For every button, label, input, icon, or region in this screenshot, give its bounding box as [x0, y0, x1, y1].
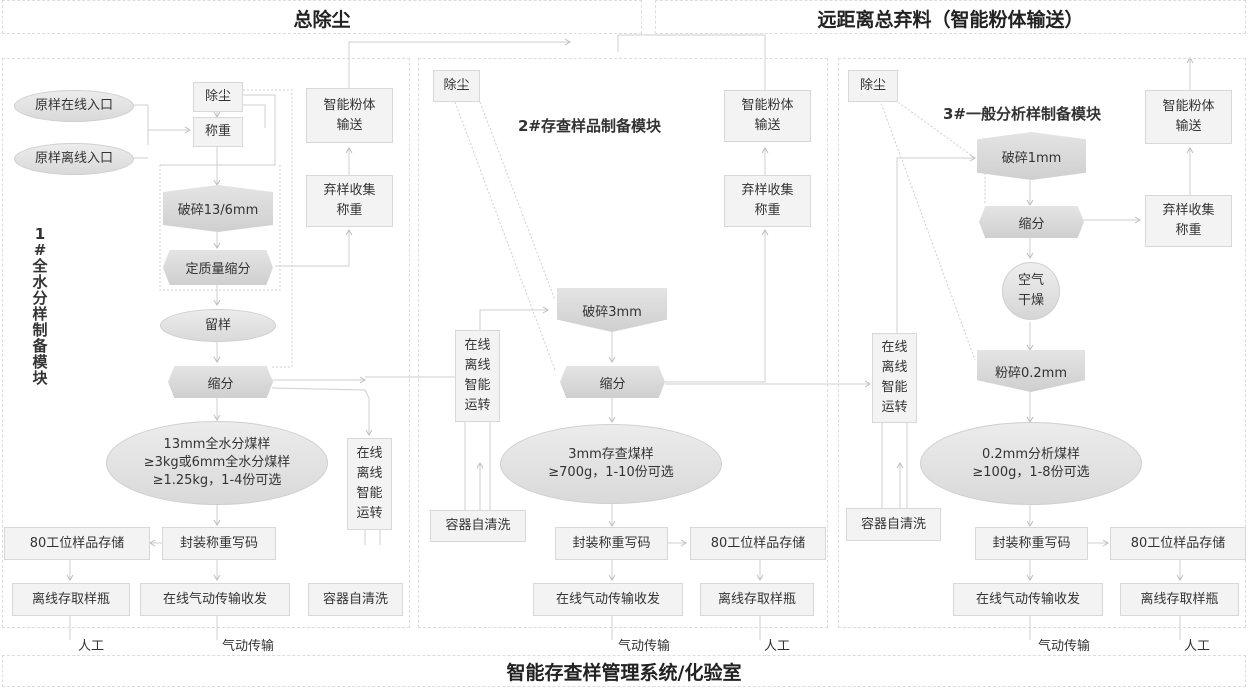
header-left-title: 总除尘 [293, 9, 351, 31]
m1-self-clean-box[interactable]: 容器自清洗 [308, 583, 403, 616]
m1-storage80-box[interactable]: 80工位样品存储 [4, 527, 150, 560]
m2-pneumatic-label: 气动传输 [618, 639, 671, 654]
m3-crush-hex[interactable]: 破碎1mm [977, 132, 1086, 180]
m1-sample-oval: 13mm全水分煤样 ≥3kg或6mm全水分煤样 ≥1.25kg，1-4份可选 [106, 421, 328, 505]
m3-pneumatic-label: 气动传输 [1038, 639, 1091, 654]
header-bottom-title: 智能存查样管理系统/化验室 [506, 662, 742, 684]
m2-dust-box[interactable]: 除尘 [433, 70, 480, 102]
module1-panel [2, 58, 410, 628]
m3-air-dry[interactable]: 空气 干燥 [1002, 262, 1060, 320]
m3-sample-oval: 0.2mm分析煤样 ≥100g，1-8份可选 [920, 422, 1142, 505]
m3-powder-box[interactable]: 智能粉体 输送 [1145, 90, 1232, 144]
m2-pneumatic-box[interactable]: 在线气动传输收发 [533, 583, 683, 616]
m3-waste-box[interactable]: 弃样收集 称重 [1145, 195, 1232, 247]
m1-crush-hex[interactable]: 破碎13/6mm [163, 185, 273, 232]
m2-manual-label: 人工 [764, 639, 791, 654]
header-right-title: 远距离总弃料（智能粉体输送） [817, 9, 1084, 31]
m1-offline-bottle-box[interactable]: 离线存取样瓶 [12, 583, 130, 616]
management-panel [2, 655, 1246, 687]
module1-title: 1#全水分样制备模块 [32, 225, 48, 387]
m2-powder-box[interactable]: 智能粉体 输送 [724, 90, 811, 142]
m1-pneumatic-label: 气动传输 [222, 639, 275, 654]
m2-self-clean-box[interactable]: 容器自清洗 [430, 510, 526, 542]
m2-divide-hex[interactable]: 缩分 [560, 366, 665, 398]
module2-panel [418, 58, 828, 628]
m2-storage80-box[interactable]: 80工位样品存储 [690, 527, 826, 560]
m2-title: 2#存查样品制备模块 [518, 117, 662, 135]
m1-entry-offline[interactable]: 原样离线入口 [14, 143, 134, 175]
m1-entry-online[interactable]: 原样在线入口 [14, 90, 134, 122]
m1-pneumatic-box[interactable]: 在线气动传输收发 [140, 583, 290, 616]
dust-header-panel [2, 0, 642, 34]
m2-offline-bottle-box[interactable]: 离线存取样瓶 [700, 583, 814, 616]
m3-title: 3#一般分析样制备模块 [943, 105, 1102, 123]
m3-online-run-box[interactable]: 在线 离线 智能 运转 [872, 333, 917, 423]
m3-storage80-box[interactable]: 80工位样品存储 [1110, 527, 1246, 560]
m1-retain-oval[interactable]: 留样 [160, 309, 276, 342]
m1-manual-label: 人工 [78, 639, 105, 654]
m1-waste-box[interactable]: 弃样收集 称重 [306, 175, 393, 227]
m1-weigh-box[interactable]: 称重 [193, 117, 243, 147]
m3-manual-label: 人工 [1184, 639, 1211, 654]
m2-online-run-box[interactable]: 在线 离线 智能 运转 [455, 330, 500, 422]
m1-divide-hex[interactable]: 缩分 [168, 366, 273, 398]
waste-header-panel [655, 0, 1246, 34]
m1-powder-box[interactable]: 智能粉体 输送 [306, 88, 393, 143]
m3-seal-box[interactable]: 封装称重写码 [975, 527, 1088, 560]
m1-mass-divide-hex[interactable]: 定质量缩分 [163, 250, 273, 285]
m2-waste-box[interactable]: 弃样收集 称重 [724, 175, 811, 227]
m2-seal-box[interactable]: 封装称重写码 [555, 527, 668, 560]
m3-offline-bottle-box[interactable]: 离线存取样瓶 [1120, 583, 1239, 616]
m3-pneumatic-box[interactable]: 在线气动传输收发 [953, 583, 1103, 616]
m3-self-clean-box[interactable]: 容器自清洗 [846, 508, 941, 541]
m1-dust-box[interactable]: 除尘 [193, 82, 243, 112]
module3-panel [838, 58, 1246, 628]
m1-online-run-box[interactable]: 在线 离线 智能 运转 [347, 438, 392, 530]
m2-sample-oval: 3mm存查煤样 ≥700g，1-10份可选 [500, 424, 722, 504]
m3-divide-hex[interactable]: 缩分 [979, 206, 1084, 238]
m3-dust-box[interactable]: 除尘 [848, 70, 898, 102]
m1-seal-box[interactable]: 封装称重写码 [162, 527, 276, 560]
